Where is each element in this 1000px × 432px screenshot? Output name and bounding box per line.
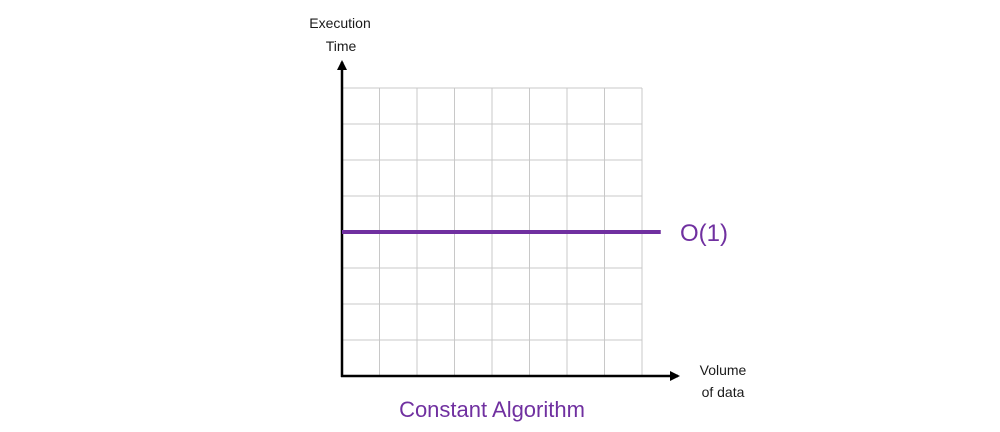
y-axis-label-line-1: Execution [309,15,370,31]
x-axis-label-line-2: of data [702,384,745,400]
series-label-o1: O(1) [680,220,728,247]
y-axis-label-line-2: Time [326,38,357,54]
x-axis-label-line-1: Volume [700,362,747,378]
chart-title: Constant Algorithm [399,397,585,422]
axes [337,60,680,381]
